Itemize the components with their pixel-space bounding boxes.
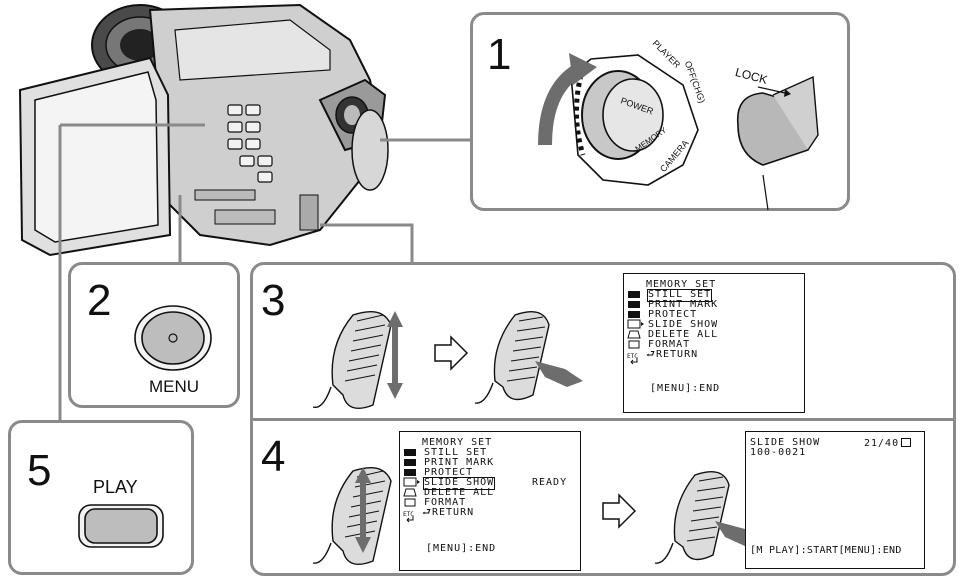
control-dial-rotate-illustration xyxy=(312,311,763,565)
play-button-illustration xyxy=(78,504,164,548)
camcorder-illustration xyxy=(18,3,389,257)
step-3-number: 3 xyxy=(261,276,286,325)
menu-title: MEMORY SET xyxy=(646,279,717,290)
menu-button-illustration xyxy=(134,305,212,371)
return-arrow-icon: ⮐ xyxy=(646,349,656,360)
menu-button-label: MENU xyxy=(148,377,200,396)
menu4-footer: [MENU]:END xyxy=(426,543,497,554)
menu4-item-delete-all[interactable]: DELETE ALL xyxy=(424,487,495,498)
slide-counter-value: 21/40 xyxy=(864,438,900,449)
step-1-panel: 1 POWER PLAYER OFF(CHG) CAMERA MEMORY LO… xyxy=(470,12,850,211)
menu4-ready-label: READY xyxy=(532,477,568,488)
menu4-item-slide-show[interactable]: SLIDE SHOW xyxy=(422,477,496,490)
slide-file-number: 100-0021 xyxy=(750,447,807,458)
menu-screen-step4: MEMORY SET STILL SET PRINT MARK PROTECT … xyxy=(399,431,581,571)
menu4-etc-label: ETC xyxy=(403,511,414,518)
panel-divider xyxy=(253,418,953,421)
memory-card-icon xyxy=(901,438,912,447)
menu4-item-format[interactable]: FORMAT xyxy=(424,497,467,508)
menu-item-print-mark[interactable]: PRINT MARK xyxy=(648,299,719,310)
return-label: RETURN xyxy=(656,349,699,360)
menu-title-4: MEMORY SET xyxy=(422,437,493,448)
slide-title: SLIDE SHOW xyxy=(750,437,821,448)
menu-item-slide-show[interactable]: SLIDE SHOW xyxy=(648,319,719,330)
step-5-panel: 5 PLAY xyxy=(8,420,194,575)
slide-counter: 21/40 xyxy=(864,438,912,450)
step-2-number: 2 xyxy=(87,276,112,325)
step-4-number: 4 xyxy=(261,432,286,481)
menu-side-icons xyxy=(627,291,644,365)
step-3-4-panel: 3 4 MEMORY SET STILL SET PRINT MARK xyxy=(250,262,956,576)
menu-footer: [MENU]:END xyxy=(650,383,721,394)
menu-item-delete-all[interactable]: DELETE ALL xyxy=(648,329,719,340)
menu4-item-print-mark[interactable]: PRINT MARK xyxy=(424,457,495,468)
return-arrow-icon: ⮐ xyxy=(422,507,432,518)
step-2-panel: 2 MENU xyxy=(68,262,240,408)
menu-screen-step3: MEMORY SET STILL SET PRINT MARK PROTECT … xyxy=(623,273,805,413)
slide-footer: [M PLAY]:START[MENU]:END xyxy=(750,545,902,556)
menu4-item-return[interactable]: ⮐RETURN xyxy=(422,507,475,519)
menu-item-format[interactable]: FORMAT xyxy=(648,339,691,350)
slide-show-screen: SLIDE SHOW 21/40 100-0021 [M PLAY]:START… xyxy=(745,431,925,569)
menu-item-return[interactable]: ⮐RETURN xyxy=(646,349,699,361)
play-button-label: PLAY xyxy=(93,477,138,497)
step-5-number: 5 xyxy=(27,446,52,495)
menu-etc-label: ETC xyxy=(627,353,638,360)
menu4-side-icons xyxy=(403,449,420,523)
power-dial-illustration xyxy=(538,53,819,211)
return-label: RETURN xyxy=(432,507,475,518)
menu-item-protect[interactable]: PROTECT xyxy=(648,309,698,320)
menu4-item-protect[interactable]: PROTECT xyxy=(424,467,474,478)
menu4-item-still-set[interactable]: STILL SET xyxy=(424,447,488,458)
step-1-number: 1 xyxy=(487,30,512,79)
menu-item-still-set[interactable]: STILL SET xyxy=(646,289,713,302)
